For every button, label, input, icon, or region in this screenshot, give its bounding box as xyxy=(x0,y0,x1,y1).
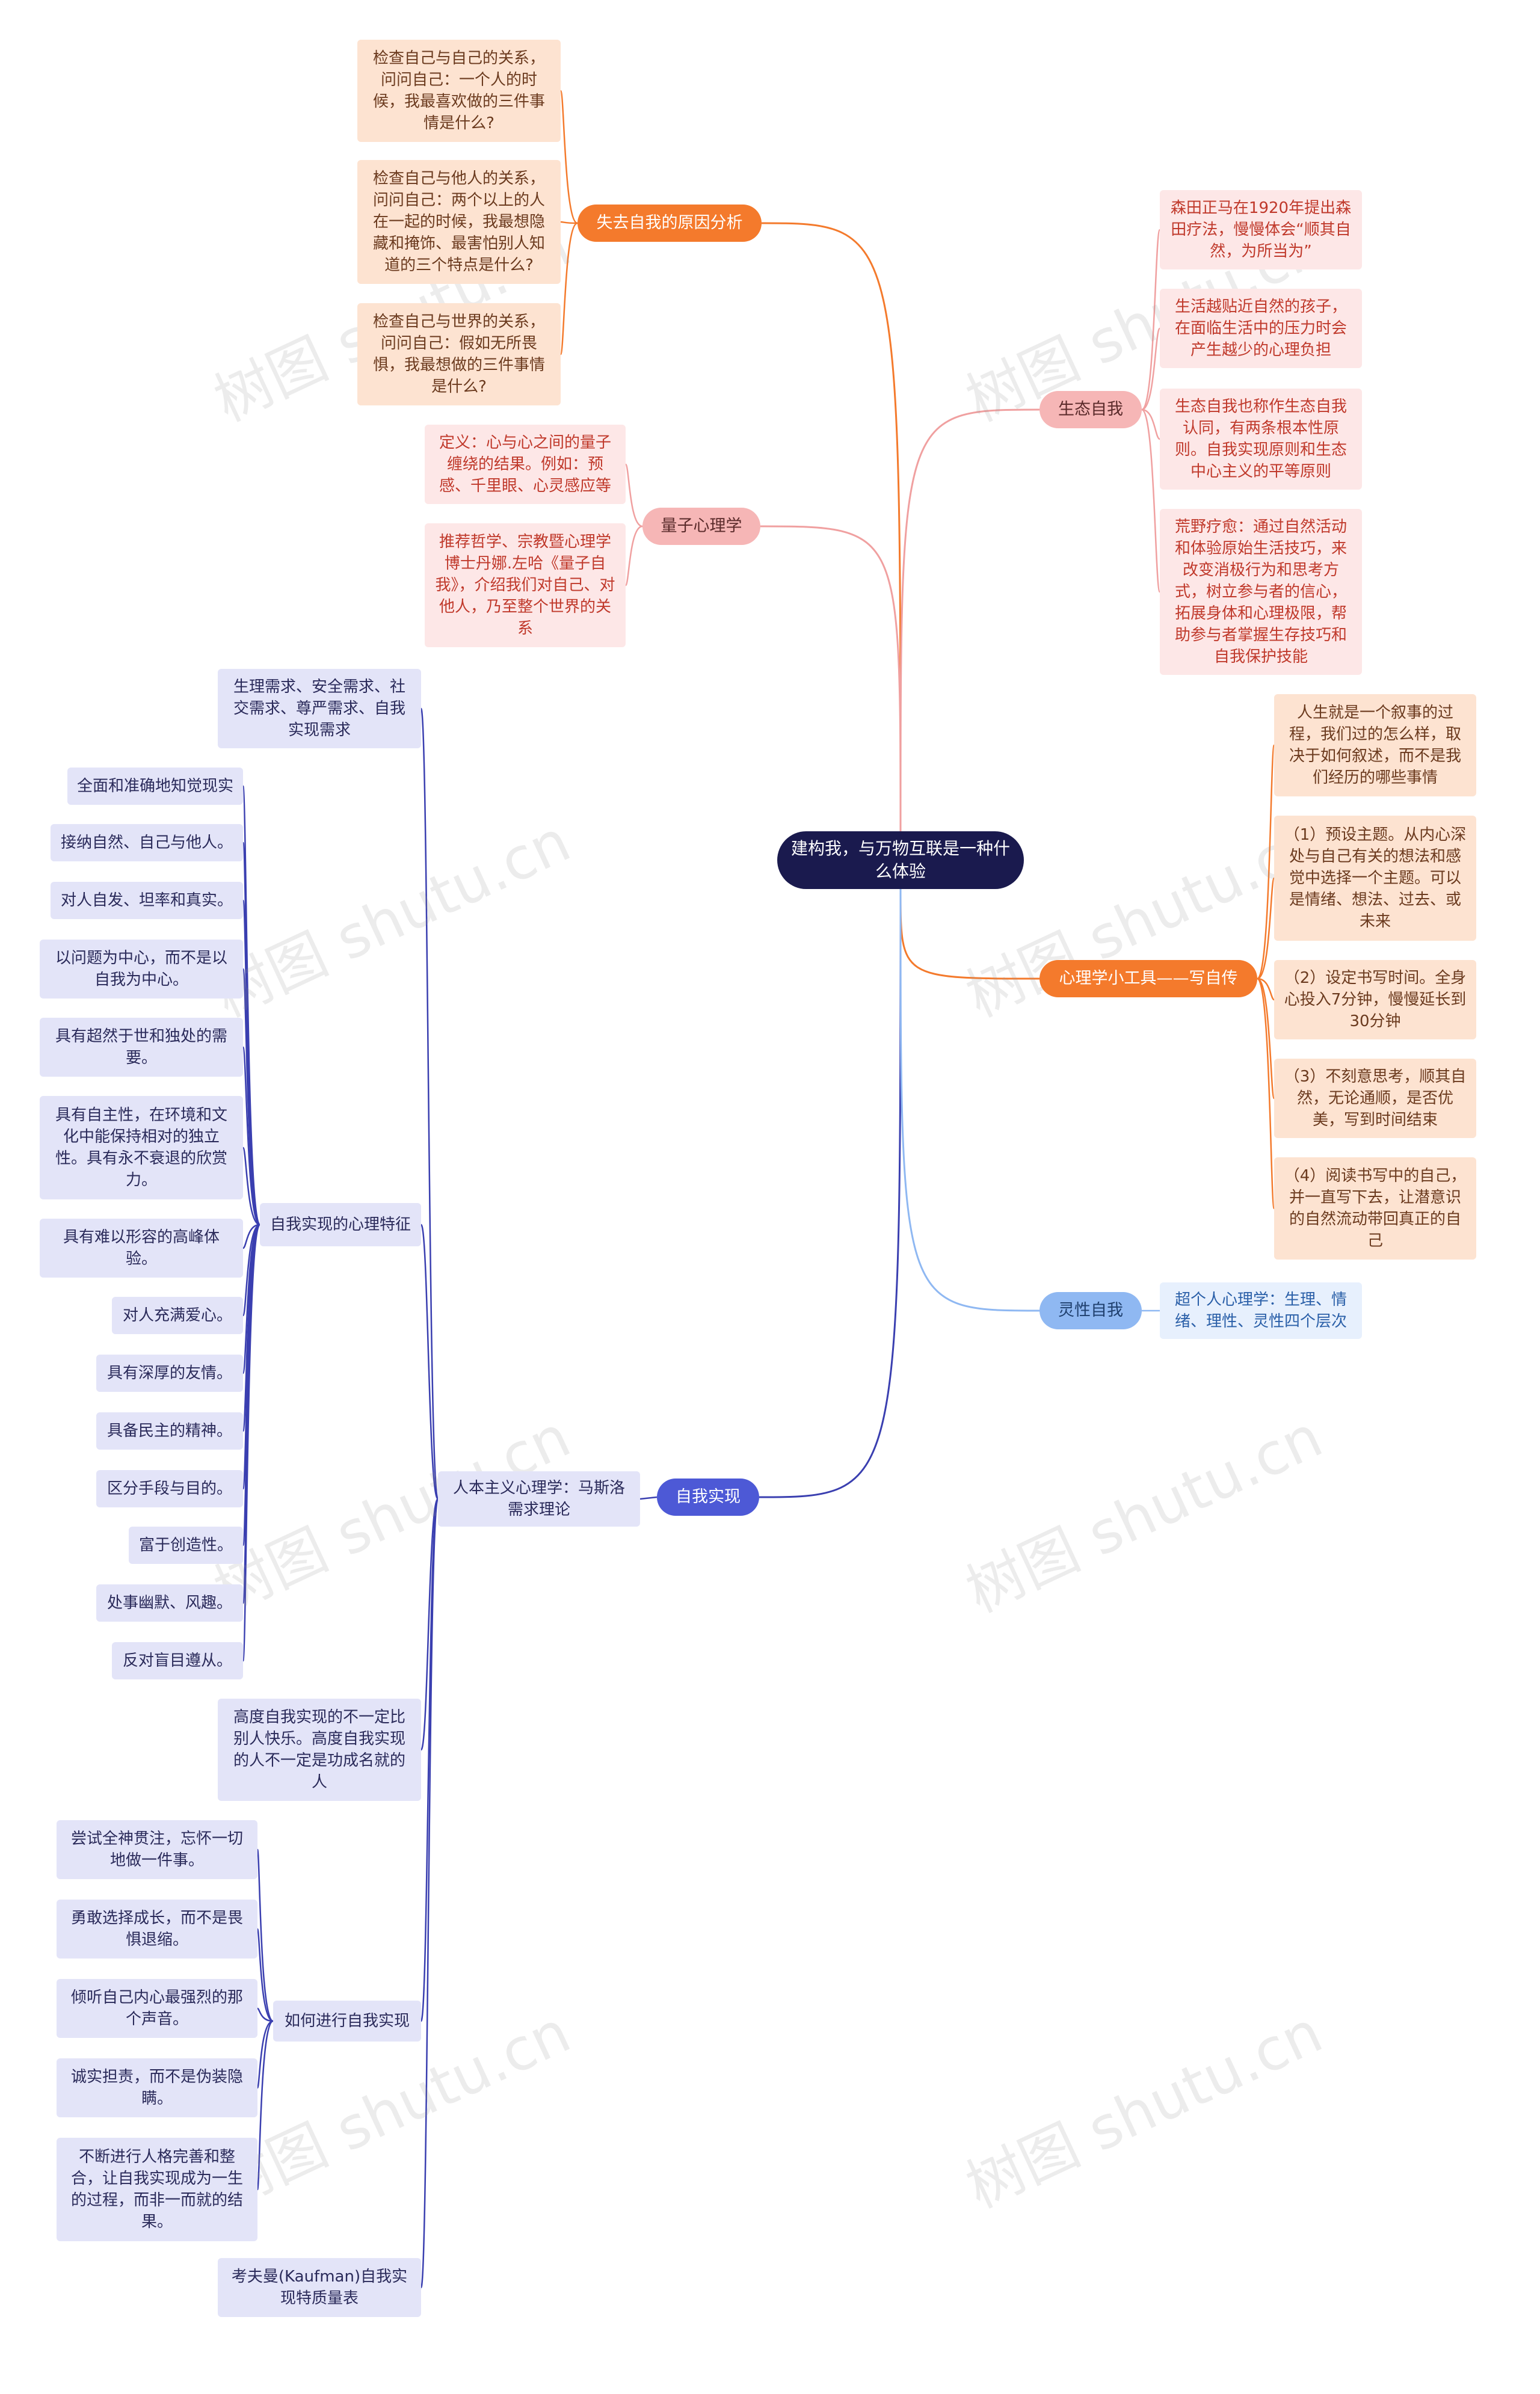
how-item[interactable]: 诚实担责，而不是伪装隐瞒。 xyxy=(57,2058,257,2117)
happiness-note[interactable]: 高度自我实现的不一定比别人快乐。高度自我实现的人不一定是功成名就的人 xyxy=(218,1699,421,1801)
branch-connector xyxy=(420,1223,439,1500)
root-connector xyxy=(899,408,1040,832)
branch-connector xyxy=(1257,977,1275,1001)
trait-item[interactable]: 区分手段与目的。 xyxy=(96,1470,243,1507)
branch-connector xyxy=(1256,744,1275,980)
trait-item[interactable]: 具有难以形容的高峰体验。 xyxy=(40,1219,243,1278)
branch-connector xyxy=(624,525,643,586)
trait-item[interactable]: 反对盲目遵从。 xyxy=(112,1642,243,1679)
branch-eco-self[interactable]: 生态自我 xyxy=(1040,391,1142,428)
branch-connector xyxy=(1141,408,1160,440)
trait-item[interactable]: 具有超然于世和独处的需要。 xyxy=(40,1018,243,1077)
trait-item[interactable]: 以问题为中心，而不是以自我为中心。 xyxy=(40,940,243,999)
quantum-item[interactable]: 定义：心与心之间的量子缠绕的结果。例如：预感、千里眼、心灵感应等 xyxy=(425,425,626,504)
eco-self-item[interactable]: 生活越贴近自然的孩子，在面临生活中的压力时会产生越少的心理负担 xyxy=(1160,289,1362,368)
how-item[interactable]: 勇敢选择成长，而不是畏惧退缩。 xyxy=(57,1900,257,1959)
branch-connector xyxy=(559,90,578,224)
branch-connector xyxy=(242,1223,261,1662)
branch-connector xyxy=(256,1848,274,2022)
branch-connector xyxy=(1257,877,1275,980)
writing-item[interactable]: （2）设定书写时间。全身心投入7分钟，慢慢延长到30分钟 xyxy=(1274,960,1476,1039)
lost-self-item[interactable]: 检查自己与他人的关系，问问自己：两个以上的人在一起的时候，我最想隐藏和掩饰、最害… xyxy=(357,160,561,284)
trait-item[interactable]: 接纳自然、自己与他人。 xyxy=(51,824,243,861)
branch-spiritual[interactable]: 灵性自我 xyxy=(1040,1292,1142,1329)
trait-item[interactable]: 全面和准确地知觉现实 xyxy=(67,768,243,805)
writing-item[interactable]: （3）不刻意思考，顺其自然，无论通顺，是否优美，写到时间结束 xyxy=(1274,1059,1476,1138)
writing-item[interactable]: 人生就是一个叙事的过程，我们过的怎么样，取决于如何叙述，而不是我们经历的哪些事情 xyxy=(1274,694,1476,796)
branch-connector xyxy=(420,1498,439,1751)
branch-connector xyxy=(257,2007,274,2022)
branch-connector xyxy=(560,221,578,224)
writing-item[interactable]: （1）预设主题。从内心深处与自己有关的想法和感觉中选择一个主题。可以是情绪、想法… xyxy=(1274,816,1476,941)
lost-self-item[interactable]: 检查自己与世界的关系，问问自己：假如无所畏惧，我最想做的三件事情是什么? xyxy=(357,303,561,405)
eco-self-item[interactable]: 森田正马在1920年提出森田疗法，慢慢体会“顺其自然，为所当为” xyxy=(1160,190,1362,269)
branch-connector xyxy=(420,1498,439,2289)
how-heading[interactable]: 如何进行自我实现 xyxy=(273,2001,421,2042)
branch-connector xyxy=(242,1223,260,1249)
branch-connector xyxy=(256,2020,274,2191)
how-item[interactable]: 倾听自己内心最强烈的那个声音。 xyxy=(57,1979,257,2038)
lost-self-item[interactable]: 检查自己与自己的关系，问问自己：一个人的时候，我最喜欢做的三件事情是什么? xyxy=(357,40,561,142)
root-connector xyxy=(759,888,902,1498)
branch-connector xyxy=(559,222,578,355)
branch-connector xyxy=(242,968,261,1226)
branch-connector xyxy=(1141,327,1161,411)
trait-item[interactable]: 具有深厚的友情。 xyxy=(96,1355,243,1392)
branch-connector xyxy=(1141,408,1161,593)
trait-item[interactable]: 具备民主的精神。 xyxy=(96,1412,243,1450)
branch-connector xyxy=(242,1146,260,1226)
root-connector xyxy=(899,888,1040,980)
writing-item[interactable]: （4）阅读书写中的自己，并一直写下去，让潜意识的自然流动带回真正的自己 xyxy=(1274,1157,1476,1260)
root-node[interactable]: 建构我，与万物互联是一种什么体验 xyxy=(777,831,1024,889)
branch-writing[interactable]: 心理学小工具——写自传 xyxy=(1040,960,1257,997)
root-connector xyxy=(899,888,1040,1312)
kaufman-scale[interactable]: 考夫曼(Kaufman)自我实现特质量表 xyxy=(218,2258,421,2317)
branch-self-actualization[interactable]: 自我实现 xyxy=(657,1479,759,1516)
branch-connector xyxy=(639,1496,658,1500)
spiritual-item[interactable]: 超个人心理学：生理、情绪、理性、灵性四个层次 xyxy=(1160,1282,1362,1339)
eco-self-item[interactable]: 荒野疗愈：通过自然活动和体验原始生活技巧，来改变消极行为和思考方式，树立参与者的… xyxy=(1160,509,1362,675)
branch-quantum[interactable]: 量子心理学 xyxy=(642,508,760,545)
branch-connector xyxy=(256,2020,274,2089)
trait-item[interactable]: 处事幽默、风趣。 xyxy=(96,1584,243,1622)
branch-connector xyxy=(242,1046,261,1226)
branch-connector xyxy=(256,1928,274,2022)
maslow-theory[interactable]: 人本主义心理学：马斯洛需求理论 xyxy=(438,1471,640,1527)
branch-connector xyxy=(242,1223,260,1317)
branch-connector xyxy=(420,707,439,1500)
branch-connector xyxy=(1141,229,1161,411)
root-connector xyxy=(761,222,902,832)
traits-heading[interactable]: 自我实现的心理特征 xyxy=(260,1203,421,1246)
trait-item[interactable]: 具有自主性，在环境和文化中能保持相对的独立性。具有永不衰退的欣赏力。 xyxy=(40,1096,243,1199)
branch-connector xyxy=(624,463,643,528)
branch-connector xyxy=(1257,977,1275,1100)
branch-connector xyxy=(1256,977,1275,1210)
trait-item[interactable]: 对人充满爱心。 xyxy=(112,1297,243,1334)
trait-item[interactable]: 富于创造性。 xyxy=(129,1527,243,1564)
eco-self-item[interactable]: 生态自我也称作生态自我认同，有两条根本性原则。自我实现原则和生态中心主义的平等原… xyxy=(1160,389,1362,490)
root-connector xyxy=(760,525,902,832)
how-item[interactable]: 不断进行人格完善和整合，让自我实现成为一生的过程，而非一而就的结果。 xyxy=(57,2138,257,2241)
needs-list[interactable]: 生理需求、安全需求、社交需求、尊严需求、自我实现需求 xyxy=(218,669,421,748)
trait-item[interactable]: 对人自发、坦率和真实。 xyxy=(51,882,243,919)
how-item[interactable]: 尝试全神贯注，忘怀一切地做一件事。 xyxy=(57,1820,257,1879)
quantum-item[interactable]: 推荐哲学、宗教暨心理学博士丹娜.左哈《量子自我》，介绍我们对自己、对他人，乃至整… xyxy=(425,523,626,647)
branch-lost-self[interactable]: 失去自我的原因分析 xyxy=(578,205,762,242)
